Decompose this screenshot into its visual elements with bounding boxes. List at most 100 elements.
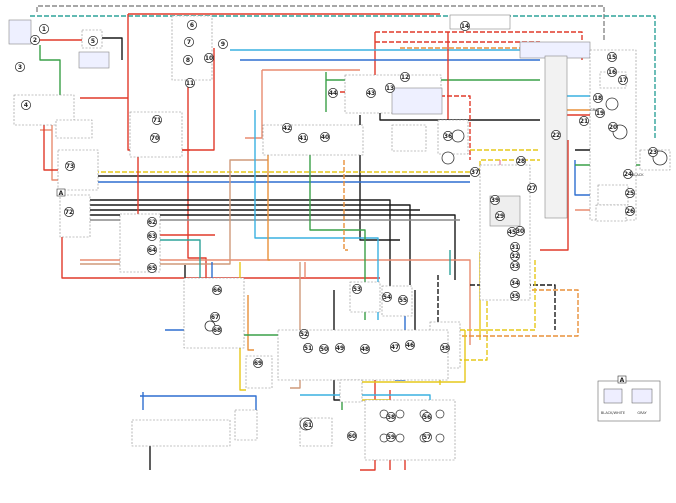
wire-red — [440, 95, 471, 160]
component-box — [595, 204, 627, 222]
wire-black — [100, 37, 123, 60]
callout-number: 61 — [304, 422, 312, 429]
callout-33: 33 — [510, 261, 520, 271]
component-box — [299, 417, 333, 447]
callout-70: 70 — [150, 133, 160, 143]
callout-56: 56 — [422, 412, 432, 422]
callout-9: 9 — [218, 39, 228, 49]
svg-text:A: A — [59, 190, 64, 197]
callout-62: 62 — [147, 217, 157, 227]
callout-18: 18 — [593, 93, 603, 103]
component-box — [519, 41, 591, 59]
callout-number: 7 — [187, 39, 191, 46]
legend-connector-2 — [631, 388, 653, 404]
callout-3: 3 — [15, 62, 25, 72]
wire-black — [359, 115, 400, 241]
bulb-symbol — [435, 433, 445, 443]
callout-17: 17 — [618, 75, 628, 85]
callout-16: 16 — [607, 67, 617, 77]
callout-24: 24 — [623, 169, 633, 179]
callout-37: 37 — [470, 167, 480, 177]
legend-caption-2: GRAY — [637, 411, 647, 415]
wire-tan — [290, 262, 301, 389]
callout-66: 66 — [212, 285, 222, 295]
callout-number: 71 — [153, 117, 161, 124]
wire-green — [39, 45, 61, 95]
callout-59: 59 — [386, 432, 396, 442]
callout-number: 10 — [205, 55, 213, 62]
legend-letter: A — [620, 377, 625, 384]
callout-number: 42 — [283, 125, 291, 132]
callout-39: 39 — [490, 195, 500, 205]
callout-number: 6 — [190, 22, 194, 29]
callout-number: 62 — [148, 219, 156, 226]
callout-number: 66 — [213, 287, 221, 294]
callout-20: 20 — [608, 122, 618, 132]
callout-number: 53 — [353, 286, 361, 293]
callout-number: 64 — [148, 247, 156, 254]
callout-number: 48 — [361, 346, 369, 353]
callout-35: 35 — [510, 291, 520, 301]
callout-number: 72 — [65, 209, 73, 216]
callout-32: 32 — [510, 251, 520, 261]
callout-number: 18 — [594, 95, 602, 102]
callout-number: 44 — [329, 90, 337, 97]
callout-11: 11 — [185, 78, 195, 88]
sensor-symbol — [441, 151, 455, 165]
callout-27: 27 — [527, 183, 537, 193]
wire-sky — [254, 110, 379, 320]
callout-47: 47 — [390, 342, 400, 352]
callout-number: 55 — [399, 297, 407, 304]
component-box — [59, 194, 91, 238]
callout-number: 28 — [517, 158, 525, 165]
callout-number: 67 — [211, 314, 219, 321]
callout-43: 43 — [366, 88, 376, 98]
callout-number: 1 — [42, 26, 46, 33]
callout-number: 68 — [213, 327, 221, 334]
callout-42: 42 — [282, 123, 292, 133]
sensor-symbol — [451, 129, 465, 143]
callout-5: 5 — [88, 36, 98, 46]
callout-number: 58 — [387, 414, 395, 421]
callout-4: 4 — [21, 100, 31, 110]
callout-26: 26 — [625, 206, 635, 216]
callout-68: 68 — [212, 325, 222, 335]
callout-number: 31 — [511, 244, 519, 251]
component-box — [8, 19, 32, 45]
callout-23: 23 — [648, 147, 658, 157]
callout-36: 36 — [443, 131, 453, 141]
callout-number: 35 — [511, 293, 519, 300]
wire-yellow — [460, 260, 536, 331]
callout-31: 31 — [510, 242, 520, 252]
wire-orange — [247, 295, 254, 351]
callout-34: 34 — [510, 278, 520, 288]
callout-52: 52 — [299, 329, 309, 339]
callout-number: 29 — [496, 213, 504, 220]
component-box — [55, 119, 93, 139]
callout-number: 50 — [320, 346, 328, 353]
callout-6: 6 — [187, 20, 197, 30]
callout-number: 73 — [66, 163, 74, 170]
callout-72: 72 — [64, 207, 74, 217]
callout-65: 65 — [147, 263, 157, 273]
callout-number: 11 — [186, 80, 194, 87]
component-box — [599, 71, 627, 89]
callout-number: 36 — [444, 133, 452, 140]
wire-orange — [267, 140, 270, 261]
legend-connector-1 — [603, 388, 623, 404]
callout-67: 67 — [210, 312, 220, 322]
callout-number: 19 — [596, 110, 604, 117]
callout-number: 4 — [24, 102, 28, 109]
callout-53: 53 — [352, 284, 362, 294]
callout-48: 48 — [360, 344, 370, 354]
wire-gray — [36, 5, 605, 40]
callout-number: 5 — [91, 38, 95, 45]
wire-salmon — [245, 70, 263, 139]
callout-number: 40 — [321, 134, 329, 141]
wire-teal — [30, 15, 656, 140]
callout-number: 24 — [624, 171, 632, 178]
callout-49: 49 — [335, 343, 345, 353]
callout-1: 1 — [39, 24, 49, 34]
wire-black — [333, 290, 340, 401]
callout-69: 69 — [253, 358, 263, 368]
